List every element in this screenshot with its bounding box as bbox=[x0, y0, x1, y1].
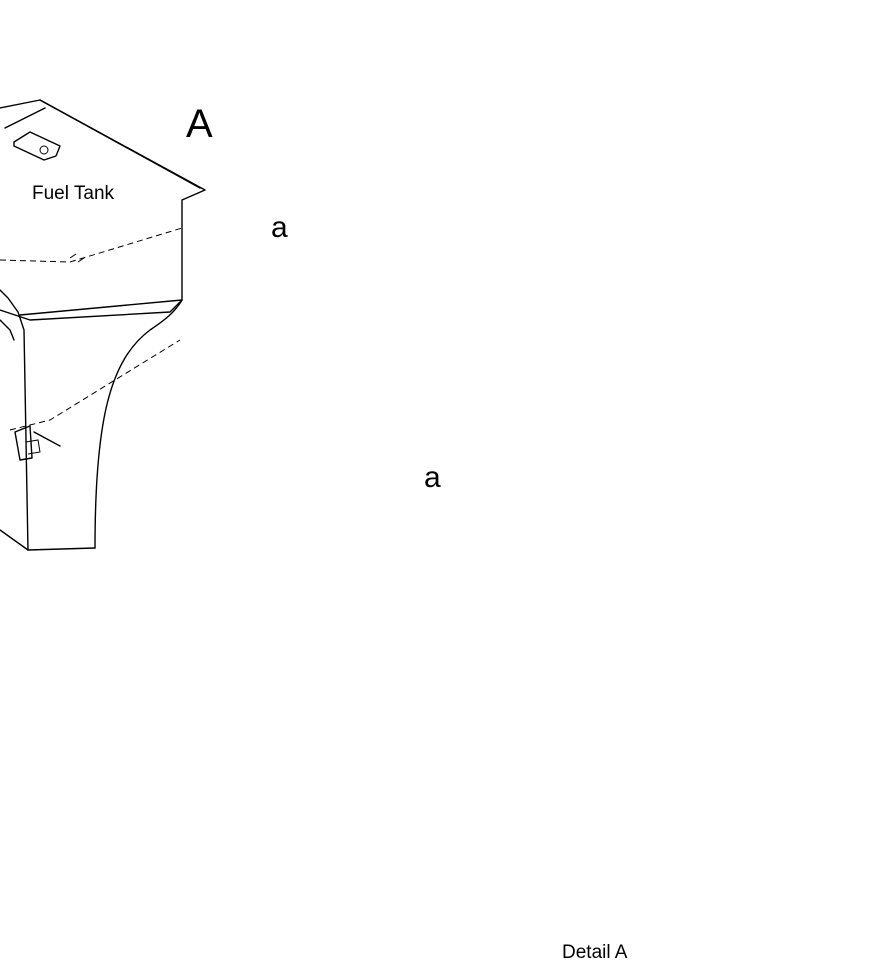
detail-a-label: Detail A bbox=[562, 942, 628, 963]
connection-a-upper-label: a bbox=[271, 211, 288, 244]
view-marker-a-label: A bbox=[186, 102, 213, 146]
fuel-tank bbox=[0, 99, 206, 551]
connection-a-lower-label: a bbox=[424, 461, 441, 494]
fuel-tank-label: Fuel Tank bbox=[32, 183, 115, 204]
